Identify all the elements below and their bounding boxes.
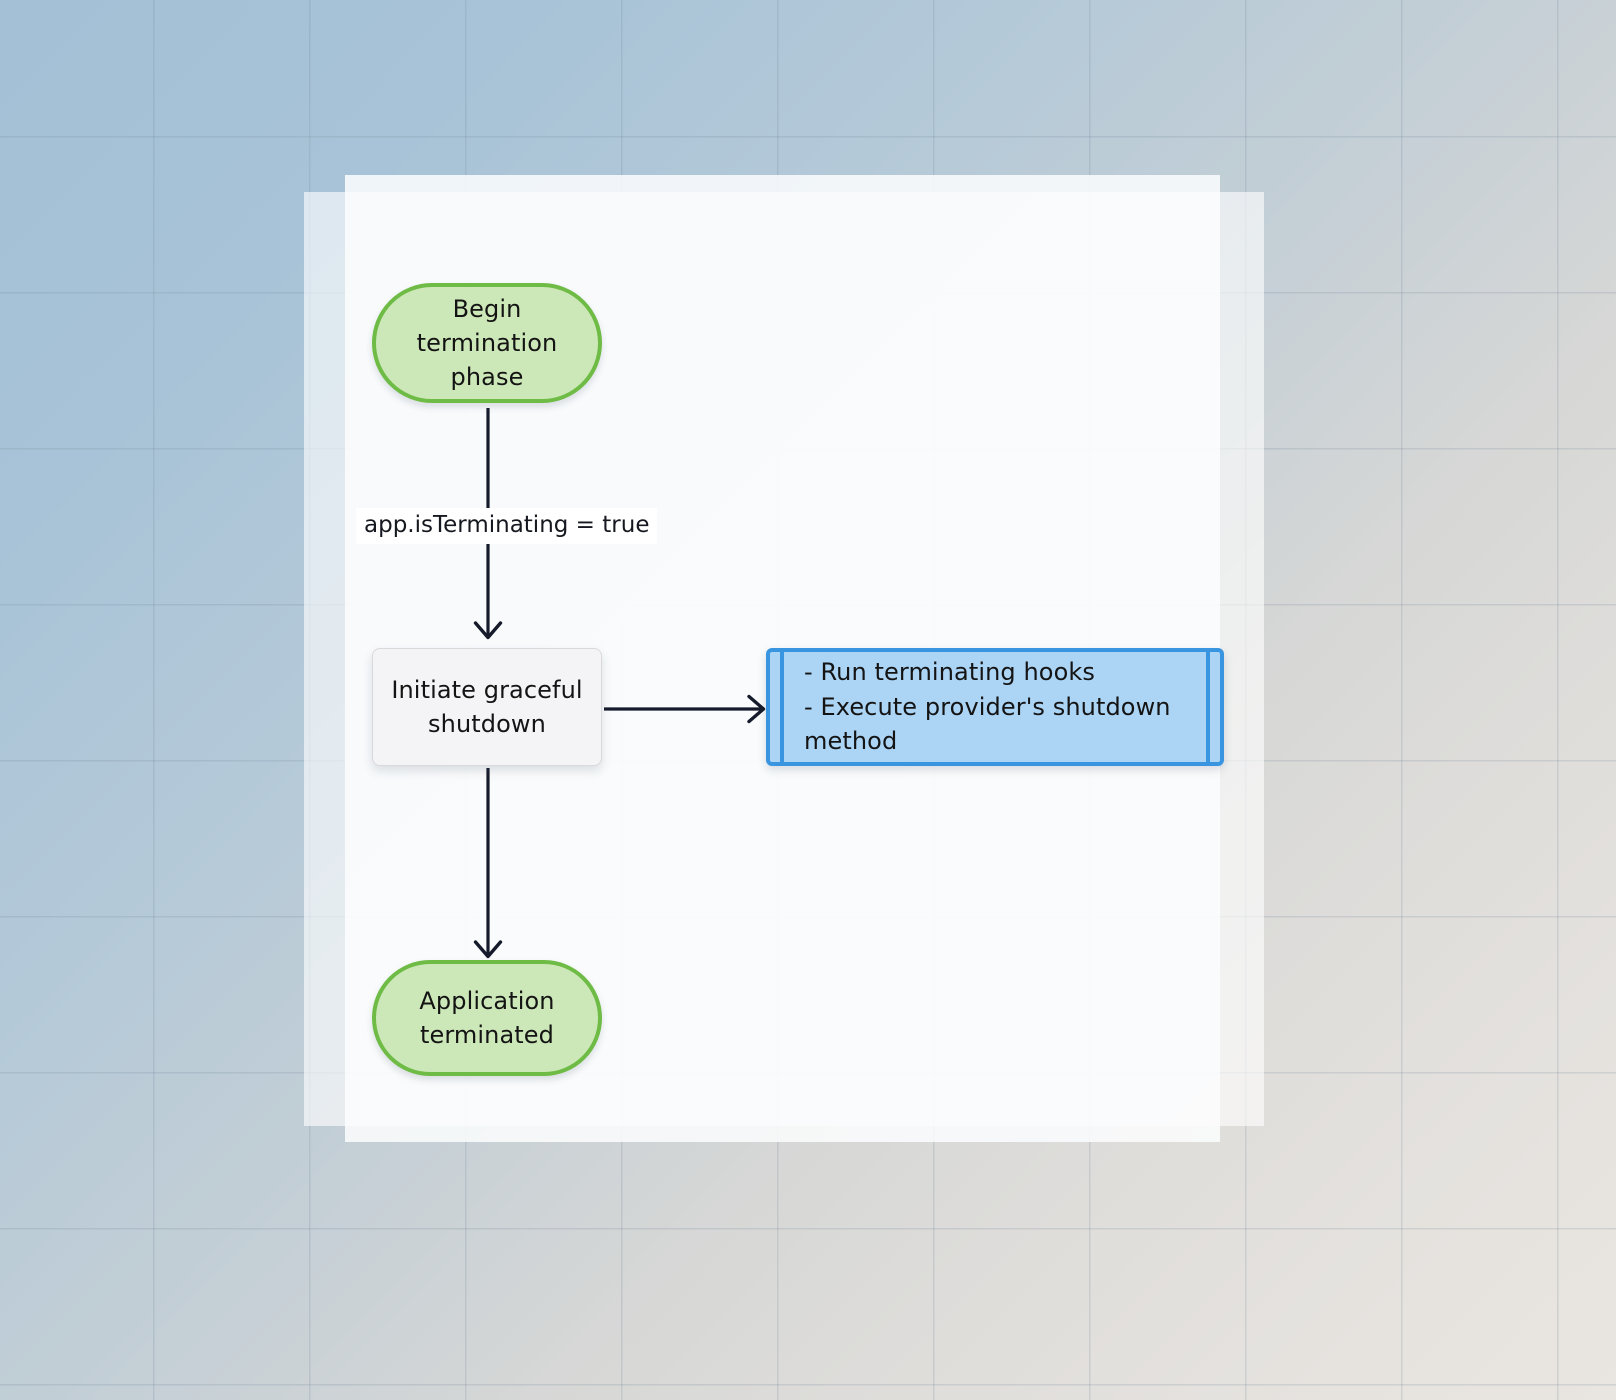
node-application-terminated-label: Application terminated [419,986,555,1049]
subroutine-bar-left [780,652,784,762]
subroutine-bar-right [1206,652,1210,762]
node-initiate-graceful-shutdown[interactable]: Initiate graceful shutdown [372,648,602,766]
node-initiate-graceful-shutdown-label: Initiate graceful shutdown [391,675,583,738]
edge-initiate-to-hooks [604,694,766,724]
edge-label-app-is-terminating: app.isTerminating = true [356,508,658,544]
node-begin-termination-phase[interactable]: Begin termination phase [372,283,602,403]
node-application-terminated[interactable]: Application terminated [372,960,602,1076]
node-begin-termination-phase-label: Begin termination phase [416,294,558,392]
node-terminating-hooks-note[interactable]: - Run terminating hooks - Execute provid… [766,648,1224,766]
edge-initiate-to-terminated [473,768,503,959]
node-terminating-hooks-note-label: - Run terminating hooks - Execute provid… [804,657,1171,756]
edge-label-text: app.isTerminating = true [364,512,650,538]
